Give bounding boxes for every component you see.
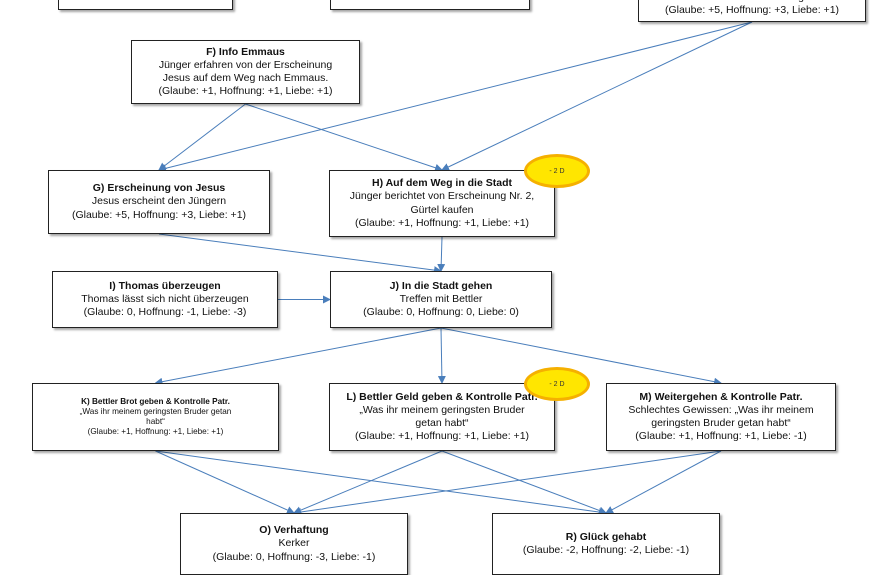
node-text-line: (Glaube: 0, Hoffnung: -1, Liebe: -3) (83, 306, 247, 319)
node-text-line: (Glaube: 0, Hoffnung: 0, Liebe: 0) (363, 306, 519, 319)
node-text-line: (Glaube: +1, Hoffnung: +1, Liebe: +1) (354, 430, 530, 443)
node-text-line: (Glaube: +1, Hoffnung: +1, Liebe: -1) (635, 430, 807, 443)
badge-h: - 2 D (524, 154, 590, 188)
node-top-left[interactable] (58, 0, 233, 10)
badge-h-label: - 2 D (549, 167, 565, 175)
node-text-line: (Glaube: 0, Hoffnung: -3, Liebe: -1) (212, 550, 376, 563)
edge-K-R (155, 450, 607, 517)
edge-M-O (293, 450, 722, 516)
node-text-line: Jesus erscheint den Jüngern (685, 0, 819, 4)
node-title: F) Info Emmaus (206, 45, 285, 58)
badge-l-label: - 2 D (549, 380, 565, 388)
edge-L-O (293, 450, 443, 514)
edge-F-G (158, 103, 246, 171)
node-text-line: (Glaube: +5, Hoffnung: +3, Liebe: +1) (664, 4, 840, 16)
node-title: J) In die Stadt gehen (389, 279, 493, 292)
node-k-brot[interactable]: K) Bettler Brot geben & Kontrolle Patr.„… (32, 383, 279, 451)
node-text-line: Jesus auf dem Weg nach Emmaus. (162, 72, 329, 84)
node-title: G) Erscheinung von Jesus (92, 182, 226, 195)
node-text-line: Gürtel kaufen (410, 203, 474, 216)
node-r-glueck[interactable]: R) Glück gehabt(Glaube: -2, Hoffnung: -2… (492, 513, 720, 575)
edge-J-L (437, 327, 446, 384)
node-l-geld[interactable]: L) Bettler Geld geben & Kontrolle Patr.„… (329, 383, 555, 451)
edge-H-J (437, 236, 446, 272)
node-text-line: (Glaube: +1, Hoffnung: +1, Liebe: +1) (354, 216, 530, 229)
node-text-line: habt“ (146, 417, 165, 426)
node-title: K) Bettler Brot geben & Kontrolle Patr. (81, 396, 230, 406)
edge-K-O (155, 450, 295, 514)
node-title: H) Auf dem Weg in die Stadt (371, 177, 512, 190)
node-top-middle[interactable] (330, 0, 530, 10)
node-text-line: (Glaube: +5, Hoffnung: +3, Liebe: +1) (71, 208, 247, 221)
node-text-line: Thomas lässt sich nicht überzeugen (81, 292, 249, 305)
node-text-line: geringsten Bruder getan habt“ (651, 417, 791, 429)
node-text-line: getan habt“ (415, 417, 469, 429)
node-text-line: Kerker (278, 537, 310, 550)
node-title: R) Glück gehabt (565, 530, 647, 543)
node-title: M) Weitergehen & Kontrolle Patr. (639, 390, 803, 403)
edge-J-K (154, 327, 442, 386)
node-text-line: Treffen mit Bettler (399, 292, 483, 305)
node-m-weitergehen[interactable]: M) Weitergehen & Kontrolle Patr.Schlecht… (606, 383, 836, 451)
edge-M-R (605, 450, 722, 514)
node-title: O) Verhaftung (259, 524, 329, 537)
node-text-line: „Was ihr meinem geringsten Bruder getan (79, 406, 232, 416)
node-title: I) Thomas überzeugen (109, 279, 221, 292)
node-text-line: Jesus erscheint den Jüngern (91, 195, 227, 208)
badge-l: - 2 D (524, 367, 590, 401)
node-text-line: Schlechtes Gewissen: „Was ihr meinem (628, 403, 814, 416)
node-text-line: (Glaube: -2, Hoffnung: -2, Liebe: -1) (522, 544, 690, 556)
node-text-line: Jünger berichtet von Erscheinung Nr. 2, (349, 190, 535, 203)
node-text-line: (Glaube: +1, Hoffnung: +1, Liebe: +1) (158, 85, 333, 98)
node-top-right[interactable]: Jesus erscheint den Jüngern(Glaube: +5, … (638, 0, 866, 22)
edge-G-J (158, 233, 442, 275)
node-text-line: Jünger erfahren von der Erscheinung (158, 58, 333, 71)
edge-F-H (245, 103, 443, 172)
node-title: L) Bettler Geld geben & Kontrolle Patr. (346, 390, 538, 403)
edge-top_right-H (441, 21, 753, 171)
node-text-line: (Glaube: +1, Hoffnung: +1, Liebe: +1) (87, 427, 224, 437)
edge-L-R (441, 450, 607, 515)
node-text-line: „Was ihr meinem geringsten Bruder (359, 403, 525, 416)
